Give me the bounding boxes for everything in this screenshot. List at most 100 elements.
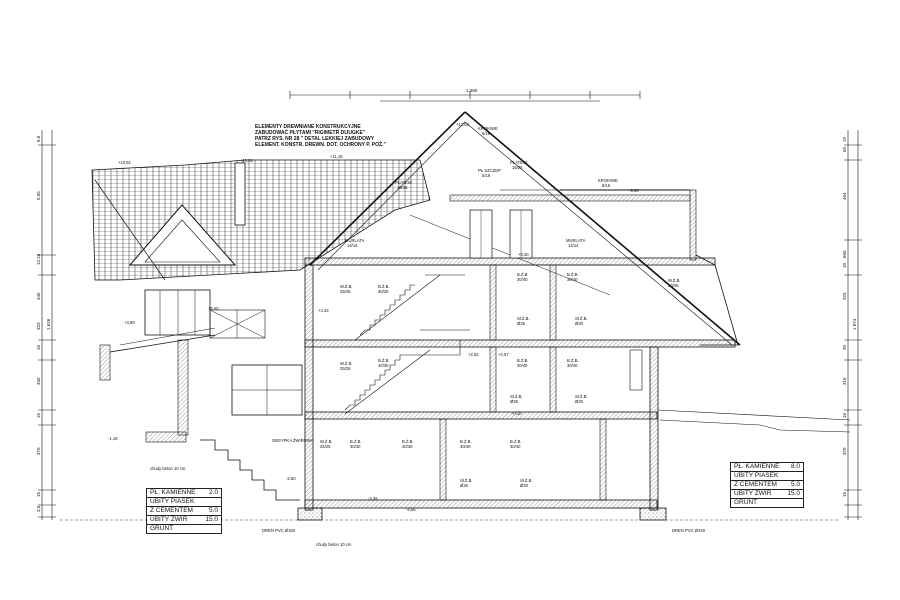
beam-label: W.Ż.B. bbox=[340, 361, 353, 366]
left-dimension-label: 12,10 bbox=[36, 253, 41, 265]
left-dimension-label: 323 bbox=[36, 322, 41, 330]
elevation-mark: +12,54 bbox=[456, 122, 470, 127]
right-dimension-label: 464 bbox=[842, 192, 847, 200]
elevation-mark: -1,18 bbox=[108, 436, 118, 441]
beam-size-label: 30/40 bbox=[517, 363, 528, 368]
beam-label: B.Ż.B. bbox=[378, 284, 390, 289]
beam-size-label: 25/25 bbox=[340, 289, 351, 294]
svg-text:PŁATEW: PŁATEW bbox=[510, 160, 527, 165]
section-structure bbox=[297, 111, 851, 521]
entrance-column bbox=[99, 344, 111, 381]
stairs bbox=[344, 274, 470, 415]
elevation-mark: +4,43 bbox=[318, 308, 329, 313]
beam-label: W.Ż.B. bbox=[320, 439, 333, 444]
beam-size-label: 30/30 bbox=[378, 363, 389, 368]
left-dimension-label: 345 bbox=[36, 377, 41, 385]
svg-text:ELEMENTY DREWNIANE KONSTRUKCYJ: ELEMENTY DREWNIANE KONSTRUKCYJNE bbox=[255, 124, 361, 130]
dren-right: DREN PVC Ø150 bbox=[672, 528, 706, 533]
svg-text:PATRZ RYS. NR 28 " DETAL LEKKI: PATRZ RYS. NR 28 " DETAL LEKKIEJ ZABUDOW… bbox=[255, 136, 375, 142]
svg-text:8/16: 8/16 bbox=[482, 131, 491, 136]
legend-layer-name: UBITY PIASEK bbox=[734, 472, 779, 479]
svg-text:16/25: 16/25 bbox=[512, 165, 523, 170]
dormer-gable-inner bbox=[144, 219, 221, 263]
right-dimension-label: 16 bbox=[842, 412, 847, 418]
beam-size-label: Ø35 bbox=[517, 321, 526, 326]
beam-label: B.Ż.B. bbox=[350, 439, 362, 444]
elevation-mark: +11,15 bbox=[330, 154, 343, 159]
beam-size-label: 30/40 bbox=[567, 363, 578, 368]
elevation-mark: +3,90 bbox=[124, 320, 135, 325]
elevation-mark: +2,82 bbox=[468, 352, 479, 357]
terrace-slab bbox=[145, 431, 187, 443]
legend-layer-thickness: 15.0 bbox=[787, 490, 800, 497]
legend-layer-thickness: 15.0 bbox=[205, 516, 218, 523]
svg-text:KROKWIE: KROKWIE bbox=[598, 178, 618, 183]
legend-row: GRUNT bbox=[147, 525, 221, 533]
chimney bbox=[234, 162, 246, 226]
left-dimension-label: 345 bbox=[36, 292, 41, 300]
legend-layer-name: UBITY PIASEK bbox=[150, 498, 195, 505]
beam-label: B.Ż.B. bbox=[402, 439, 414, 444]
beam-size-label: Ø30 bbox=[575, 399, 584, 404]
beam-label: Sł.Ż.B. bbox=[460, 478, 473, 483]
right-dimension-label: 660 bbox=[842, 250, 847, 258]
beam-size-label: 30/40 bbox=[460, 444, 471, 449]
right-dimension-label: 19 bbox=[842, 136, 847, 142]
beam-size-label: 30/40 bbox=[510, 444, 521, 449]
beam-label: B.Ż.B. bbox=[460, 439, 472, 444]
svg-text:PŁATEW: PŁATEW bbox=[395, 180, 412, 185]
right-dimension-label: 69 bbox=[842, 146, 847, 152]
elevation-mark: +9,60 bbox=[628, 188, 639, 193]
legend-layer-thickness: 2.0 bbox=[208, 489, 218, 496]
right-dimension-label: 316 bbox=[842, 377, 847, 385]
beam-size-label: 30/40 bbox=[402, 444, 413, 449]
legend-row: GRUNT bbox=[731, 499, 803, 507]
legend-layer-name: PŁ. KAMIENNE bbox=[150, 489, 196, 496]
svg-text:14/14: 14/14 bbox=[568, 243, 579, 248]
beam-size-label: 30/40 bbox=[567, 277, 578, 282]
right-dimension-label: 370 bbox=[842, 447, 847, 455]
right-dimension-label: 10 bbox=[842, 262, 847, 268]
left-dimension-label: 370 bbox=[36, 447, 41, 455]
left-dimension-label: 5,05 bbox=[36, 191, 41, 200]
svg-text:PŁ SZCZEP: PŁ SZCZEP bbox=[478, 168, 501, 173]
svg-text:8/16: 8/16 bbox=[602, 183, 611, 188]
balcony-railing bbox=[209, 309, 266, 339]
elevation-mark: +10,81 bbox=[240, 158, 254, 163]
annotations: ELEMENTY DREWNIANE KONSTRUKCYJNE ZABUDOW… bbox=[255, 124, 618, 248]
elevation-mark: -2,60 bbox=[286, 476, 296, 481]
elevation-marks: +12,54+11,15+10,81+10,81+9,60+6,40+5,50+… bbox=[108, 122, 639, 512]
beam-size-label: 30/30 bbox=[350, 444, 361, 449]
beam-size-label: Ø30 bbox=[575, 321, 584, 326]
beam-size-label: Ø30 bbox=[520, 483, 529, 488]
beam-size-label: Ø35 bbox=[510, 399, 519, 404]
legend-row: UBITY PIASEK bbox=[731, 472, 803, 481]
svg-text:5/16: 5/16 bbox=[482, 173, 491, 178]
left-dimension-chain bbox=[38, 130, 56, 520]
left-dimension-label: 15 bbox=[36, 491, 41, 497]
svg-text:MURLATA: MURLATA bbox=[566, 238, 586, 243]
legend-layer-name: UBITY ŻWIR bbox=[150, 516, 188, 523]
legend-row: UBITY PIASEK bbox=[147, 498, 221, 507]
beam-size-label: 30/40 bbox=[517, 277, 528, 282]
beam-label: Sł.Ż.B. bbox=[575, 394, 588, 399]
structural-labels: W.Ż.B.25/25W.Ż.B.25/25W.Ż.B.25/25B.Ż.B.3… bbox=[320, 272, 681, 488]
beam-label: Sł.Ż.B. bbox=[517, 316, 530, 321]
svg-text:ZABUDOWAĆ PŁYTAMI "RIGIMETR DI: ZABUDOWAĆ PŁYTAMI "RIGIMETR DIJUGKE" bbox=[255, 128, 366, 136]
elevation-mark: -4,55 bbox=[406, 507, 416, 512]
elevation-mark: -0,10 bbox=[512, 411, 522, 416]
elevation-mark: +6,40 bbox=[518, 252, 529, 257]
beam-size-label: 30/30 bbox=[378, 289, 389, 294]
balcony-window bbox=[144, 289, 211, 336]
legend-layer-thickness: 8.0 bbox=[790, 463, 800, 470]
beam-label: B.Ż.B. bbox=[567, 358, 579, 363]
top-dimension-total: 1.080 bbox=[466, 88, 478, 93]
